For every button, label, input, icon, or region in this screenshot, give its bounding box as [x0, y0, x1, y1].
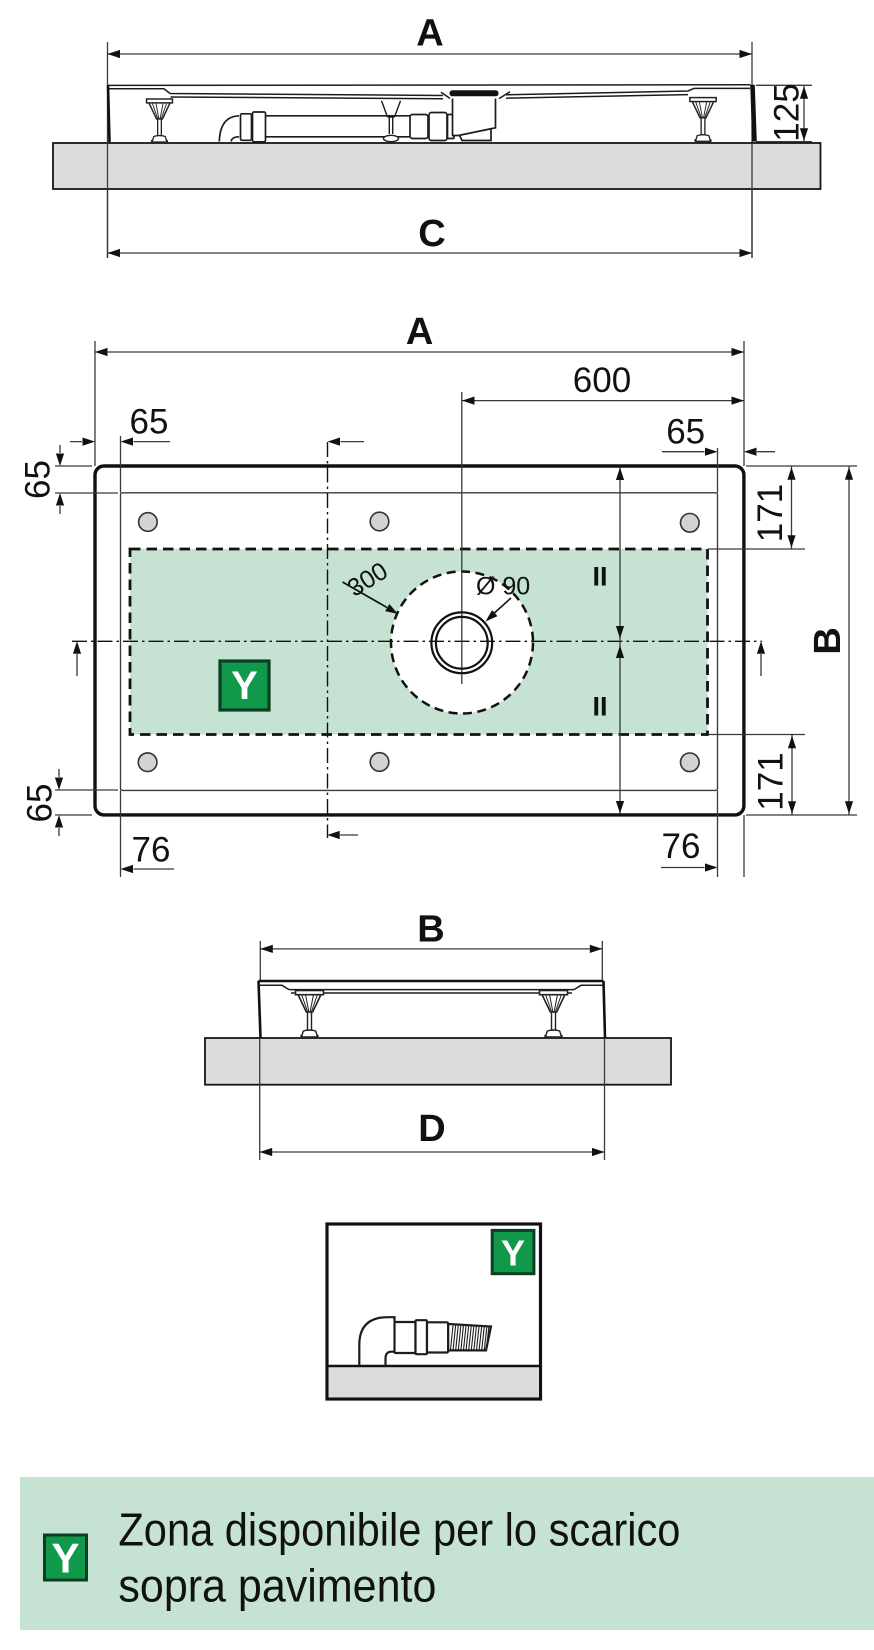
svg-text:Y: Y — [51, 1535, 79, 1582]
svg-text:65: 65 — [666, 413, 705, 452]
svg-text:II: II — [592, 562, 607, 592]
svg-text:171: 171 — [752, 752, 791, 810]
svg-text:Y: Y — [231, 664, 258, 708]
svg-text:Y: Y — [501, 1233, 525, 1274]
svg-text:76: 76 — [662, 827, 701, 866]
svg-text:65: 65 — [21, 784, 60, 823]
svg-text:Ø 90: Ø 90 — [476, 573, 530, 601]
svg-text:A: A — [416, 13, 443, 55]
svg-text:B: B — [807, 627, 849, 654]
svg-text:125: 125 — [768, 83, 807, 141]
svg-text:171: 171 — [751, 484, 790, 542]
svg-text:C: C — [418, 213, 445, 255]
svg-text:A: A — [406, 311, 433, 353]
svg-text:B: B — [417, 909, 444, 951]
svg-text:D: D — [418, 1108, 445, 1150]
svg-text:65: 65 — [130, 402, 169, 441]
svg-text:600: 600 — [573, 361, 631, 400]
svg-text:Zona disponibile per lo scaric: Zona disponibile per lo scarico — [118, 1504, 680, 1556]
svg-text:76: 76 — [132, 831, 171, 870]
svg-text:sopra pavimento: sopra pavimento — [118, 1560, 436, 1612]
svg-text:II: II — [592, 692, 607, 722]
svg-text:65: 65 — [19, 460, 58, 499]
